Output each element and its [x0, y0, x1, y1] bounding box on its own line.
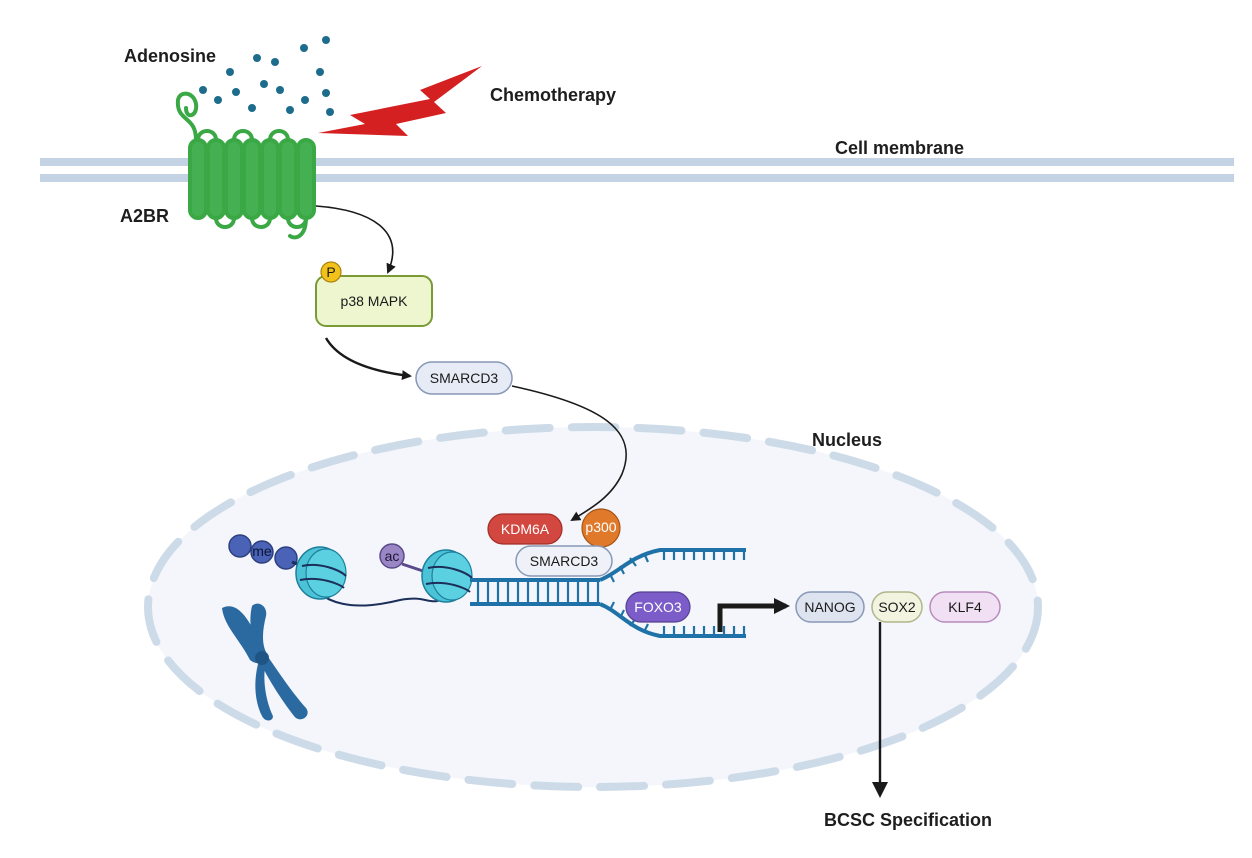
a2br-receptor: [175, 91, 316, 240]
phospho-badge: P: [326, 264, 335, 280]
methyl-mark-label: me: [252, 543, 272, 559]
nucleus-label: Nucleus: [812, 430, 882, 450]
gene-sox2: SOX2: [871, 591, 923, 623]
smarcd3-cytoplasm-label: SMARCD3: [430, 370, 499, 386]
cell-membrane: [40, 158, 1234, 182]
smarcd3-nucleus-node: SMARCD3: [515, 545, 613, 577]
foxo3-node: FOXO3: [625, 591, 691, 623]
acetyl-mark-label: ac: [385, 548, 400, 564]
lightning-bolt-icon: [318, 66, 482, 136]
chromosome-icon: [222, 603, 308, 721]
p38-mapk-label: p38 MAPK: [341, 293, 409, 309]
gene-label-klf4: KLF4: [948, 599, 982, 615]
smarcd3-nucleus-label: SMARCD3: [530, 553, 599, 569]
chemotherapy-label: Chemotherapy: [490, 85, 616, 105]
gene-label-sox2: SOX2: [878, 599, 916, 615]
arrow-smarcd3-into-nucleus: [511, 385, 627, 522]
bcsc-specification-label: BCSC Specification: [824, 810, 992, 830]
cell-membrane-label: Cell membrane: [835, 138, 964, 158]
gene-klf4: KLF4: [929, 591, 1001, 623]
gene-label-nanog: NANOG: [804, 599, 855, 615]
nucleus: [144, 423, 1042, 791]
kdm6a-node: KDM6A: [487, 513, 563, 545]
gene-nanog: NANOG: [795, 591, 865, 623]
p38-mapk-node: p38 MAPK P: [315, 261, 433, 327]
nucleosome-methylated: me: [228, 534, 347, 600]
dna-double-strand: [470, 548, 746, 638]
p300-node: p300: [581, 508, 621, 548]
adenosine-label: Adenosine: [124, 46, 216, 66]
transcription-arrow: [717, 598, 790, 632]
a2br-label: A2BR: [120, 206, 169, 226]
p300-label: p300: [585, 519, 616, 535]
smarcd3-cytoplasm-node: SMARCD3: [415, 361, 513, 395]
foxo3-label: FOXO3: [634, 599, 682, 615]
kdm6a-label: KDM6A: [501, 521, 550, 537]
adenosine-molecules: [199, 36, 334, 116]
arrow-p38-to-smarcd3: [324, 337, 412, 381]
arrow-a2br-to-p38: [315, 205, 396, 274]
nucleosome-acetylated: ac: [379, 543, 473, 603]
